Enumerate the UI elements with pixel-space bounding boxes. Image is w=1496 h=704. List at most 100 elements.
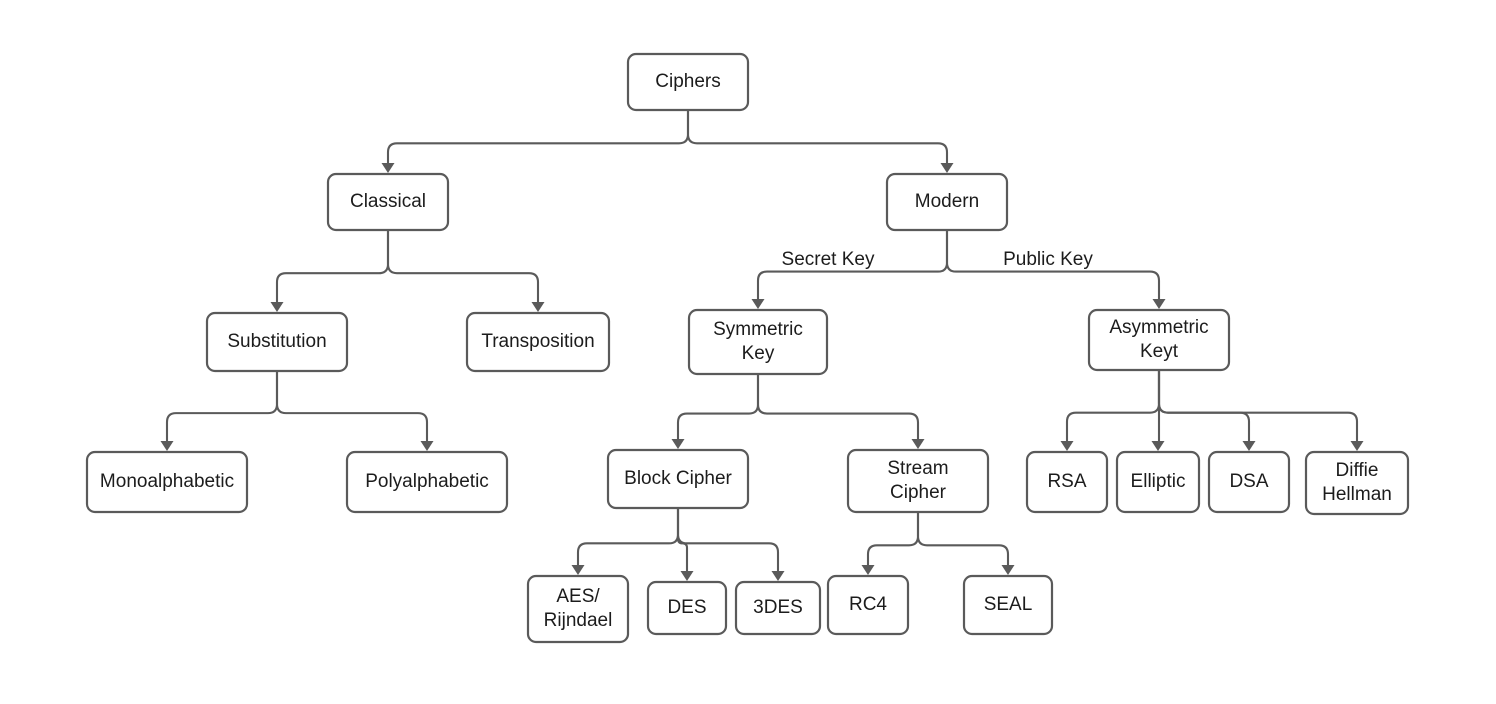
node-label: Hellman: [1322, 484, 1392, 505]
edge-line: [676, 506, 780, 573]
node-transposition[interactable]: Transposition: [465, 311, 611, 373]
node-box[interactable]: [345, 450, 509, 514]
edge-asymmetric-to-diffiehellman: [1157, 368, 1364, 451]
node-monoalphabetic[interactable]: Monoalphabetic: [85, 450, 249, 514]
node-label: Transposition: [481, 331, 594, 352]
edge-asymmetric-to-rsa: [1060, 368, 1161, 451]
edge-classical-to-substitution: [270, 228, 390, 312]
node-label: RC4: [849, 594, 887, 615]
edges-layer: [160, 108, 1364, 581]
edge-line: [576, 506, 680, 567]
node-substitution[interactable]: Substitution: [205, 311, 349, 373]
edge-arrowhead: [911, 439, 925, 449]
node-box[interactable]: [687, 308, 829, 376]
edge-ciphers-to-modern: [686, 108, 954, 173]
node-elliptic[interactable]: Elliptic: [1115, 450, 1201, 514]
edge-arrowhead: [1151, 441, 1165, 451]
node-label: Block Cipher: [624, 468, 732, 489]
edge-substitution-to-monoalphabetic: [160, 369, 279, 451]
node-label: Cipher: [890, 482, 947, 503]
edge-arrowhead: [270, 302, 284, 312]
node-box[interactable]: [826, 574, 910, 636]
edge-arrowhead: [940, 163, 954, 173]
node-box[interactable]: [885, 172, 1009, 232]
edge-substitution-to-polyalphabetic: [275, 369, 434, 451]
node-box[interactable]: [85, 450, 249, 514]
node-label: Stream: [887, 458, 948, 479]
edge-arrowhead: [680, 571, 694, 581]
edge-line: [1157, 368, 1359, 443]
node-box[interactable]: [1025, 450, 1109, 514]
node-dsa[interactable]: DSA: [1207, 450, 1291, 514]
node-box[interactable]: [626, 52, 750, 112]
edge-line: [386, 228, 540, 304]
node-label: Substitution: [227, 331, 326, 352]
node-label: DES: [667, 597, 706, 618]
node-box[interactable]: [1087, 308, 1231, 372]
node-label: Symmetric: [713, 319, 803, 340]
edge-line: [756, 372, 920, 441]
node-box[interactable]: [1115, 450, 1201, 514]
node-box[interactable]: [734, 580, 822, 636]
edge-arrowhead: [1350, 441, 1364, 451]
edge-line: [866, 510, 920, 567]
node-box[interactable]: [205, 311, 349, 373]
node-box[interactable]: [326, 172, 450, 232]
node-classical[interactable]: Classical: [326, 172, 450, 232]
node-des3[interactable]: 3DES: [734, 580, 822, 636]
node-aesrijndael[interactable]: AES/Rijndael: [526, 574, 630, 644]
node-label: Polyalphabetic: [365, 471, 489, 492]
edge-classical-to-transposition: [386, 228, 545, 312]
node-label: Asymmetric: [1109, 317, 1208, 338]
node-box[interactable]: [846, 448, 990, 514]
node-seal[interactable]: SEAL: [962, 574, 1054, 636]
node-box[interactable]: [526, 574, 630, 644]
edge-line: [916, 510, 1010, 567]
node-box[interactable]: [606, 448, 750, 510]
edge-arrowhead: [571, 565, 585, 575]
edge-line: [945, 228, 1161, 301]
edge-ciphers-to-classical: [381, 108, 690, 173]
edge-blockcipher-to-des: [676, 506, 694, 581]
node-blockcipher[interactable]: Block Cipher: [606, 448, 750, 510]
edge-symmetric-to-blockcipher: [671, 372, 760, 449]
edge-arrowhead: [381, 163, 395, 173]
node-rsa[interactable]: RSA: [1025, 450, 1109, 514]
edge-arrowhead: [1242, 441, 1256, 451]
node-box[interactable]: [1304, 450, 1410, 516]
edge-arrowhead: [671, 439, 685, 449]
node-ciphers[interactable]: Ciphers: [626, 52, 750, 112]
edge-line: [1157, 368, 1251, 443]
node-des[interactable]: DES: [646, 580, 728, 636]
node-box[interactable]: [1207, 450, 1291, 514]
edge-asymmetric-to-dsa: [1157, 368, 1256, 451]
node-box[interactable]: [465, 311, 611, 373]
node-label: Diffie: [1336, 460, 1379, 481]
node-label: AES/: [556, 586, 600, 607]
node-label: Ciphers: [655, 71, 720, 92]
edge-arrowhead: [531, 302, 545, 312]
edge-symmetric-to-streamcipher: [756, 372, 925, 449]
edge-blockcipher-to-aesrijndael: [571, 506, 680, 575]
label-public-key: Public Key: [1003, 249, 1093, 270]
edge-modern-to-asymmetric: [945, 228, 1166, 309]
node-box[interactable]: [962, 574, 1054, 636]
edge-arrowhead: [861, 565, 875, 575]
node-rc4[interactable]: RC4: [826, 574, 910, 636]
node-box[interactable]: [646, 580, 728, 636]
edge-arrowhead: [160, 441, 174, 451]
edge-line: [686, 108, 949, 165]
node-label: Classical: [350, 191, 426, 212]
node-label: RSA: [1047, 471, 1086, 492]
edge-streamcipher-to-rc4: [861, 510, 920, 575]
node-modern[interactable]: Modern: [885, 172, 1009, 232]
node-polyalphabetic[interactable]: Polyalphabetic: [345, 450, 509, 514]
edge-streamcipher-to-seal: [916, 510, 1015, 575]
edge-arrowhead: [1152, 299, 1166, 309]
